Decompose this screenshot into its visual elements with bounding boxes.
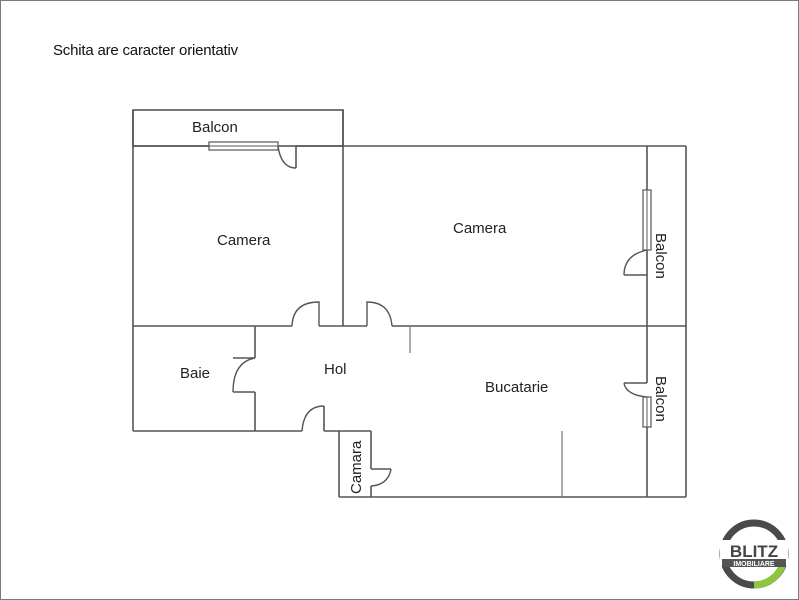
label-balcon-right-bottom: Balcon	[652, 376, 669, 422]
label-hol: Hol	[324, 361, 347, 378]
door-balcony-top	[277, 145, 297, 169]
logo-subtitle: IMOBILIARE	[733, 561, 775, 568]
label-camera-right: Camera	[453, 220, 507, 237]
doors	[232, 145, 648, 487]
label-balcon-top: Balcon	[192, 119, 238, 136]
logo-brand: BLITZ	[730, 542, 778, 561]
windows	[208, 141, 652, 428]
door-balcony-right-bottom	[623, 382, 648, 398]
balcony-top	[132, 109, 344, 147]
label-camara: Camara	[348, 440, 365, 494]
blitz-logo: BLITZ IMOBILIARE	[719, 519, 789, 589]
door-camara	[370, 468, 392, 487]
door-balcony-right-top	[623, 249, 648, 276]
door-hol-bottom	[301, 405, 325, 432]
label-balcon-right-top: Balcon	[652, 233, 669, 279]
label-bucatarie: Bucatarie	[485, 379, 548, 396]
label-baie: Baie	[180, 365, 210, 382]
door-camera-left	[291, 301, 320, 327]
label-camera-left: Camera	[217, 232, 271, 249]
walls	[132, 110, 687, 498]
disclaimer-note: Schita are caracter orientativ	[53, 42, 238, 59]
door-baie	[232, 357, 256, 393]
door-camera-right	[366, 301, 393, 327]
